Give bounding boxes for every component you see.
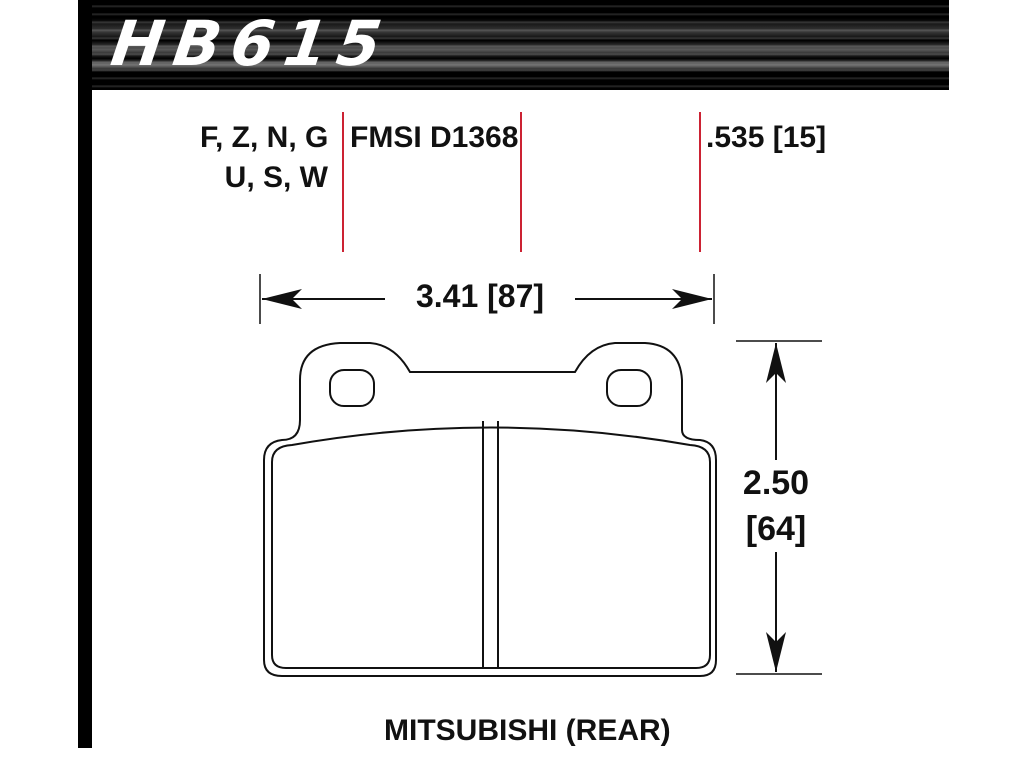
height-dimension-label: 2.50 [64] — [735, 460, 817, 552]
title-banner — [78, 0, 949, 90]
left-border-bar — [78, 0, 92, 748]
height-dimension-inches: 2.50 — [742, 464, 810, 502]
mounting-hole-right — [606, 369, 652, 407]
width-arrow-right — [672, 289, 712, 309]
friction-pad-outline — [271, 426, 711, 669]
height-arrow-bottom — [766, 632, 786, 672]
part-number-title: HB615 — [106, 7, 396, 80]
width-dimension-label: 3.41 [87] — [385, 278, 575, 315]
compound-codes: F, Z, N, G U, S, W — [200, 118, 328, 198]
mounting-hole-left — [329, 369, 375, 407]
compound-codes-line-2: U, S, W — [224, 161, 328, 194]
thickness-dimension: .535 [15] — [706, 121, 827, 154]
fmsi-number: FMSI D1368 — [350, 121, 519, 154]
width-arrow-left — [262, 289, 302, 309]
compound-codes-line-1: F, Z, N, G — [200, 121, 329, 154]
height-arrow-top — [766, 343, 786, 383]
height-dimension-mm: [64] — [745, 510, 807, 548]
vehicle-application: MITSUBISHI (REAR) — [384, 714, 671, 747]
backing-plate-outline — [263, 342, 717, 677]
